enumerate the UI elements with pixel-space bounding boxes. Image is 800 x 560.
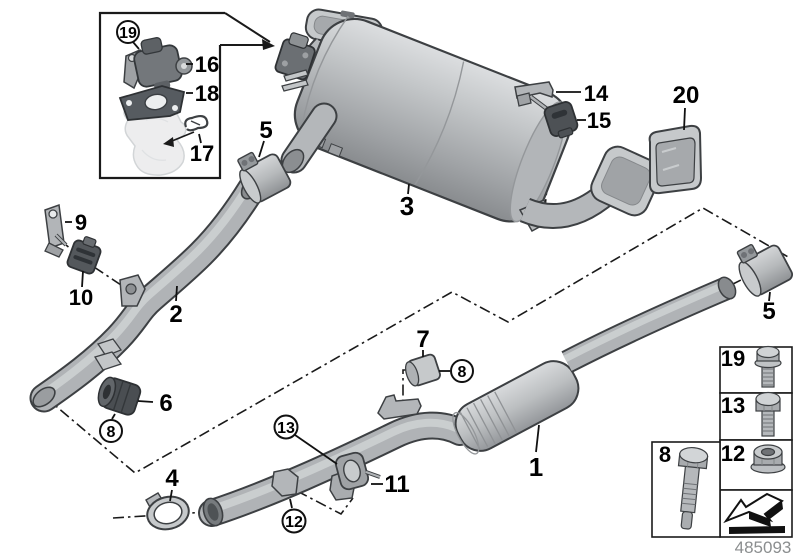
inset-box (98, 11, 275, 180)
part-9-bracket (44, 203, 68, 258)
callout-19-circled[interactable]: 19 (119, 25, 137, 42)
clamp-4 (145, 492, 190, 531)
hex-bolt-icon (755, 391, 781, 437)
circled-callouts (99, 20, 474, 534)
callout-20[interactable]: 20 (673, 82, 700, 109)
muffler-left-prong-b (281, 79, 309, 92)
callout-5-left[interactable]: 5 (259, 117, 272, 144)
ghost-pointer-arrow-icon (163, 137, 174, 147)
circle-13[interactable] (273, 414, 299, 440)
part-6-rubber-mount (97, 376, 142, 416)
circle-8-mid[interactable] (450, 359, 474, 383)
resonator-body (452, 360, 580, 455)
callout-3[interactable]: 3 (400, 191, 414, 221)
part-10-rubber-mount (66, 236, 102, 275)
shoulder-bolt-icon (677, 446, 709, 530)
callout-16[interactable]: 16 (195, 52, 219, 77)
callout-12-circled[interactable]: 12 (285, 514, 303, 531)
part-17-clip (184, 114, 209, 132)
callout-13-circled[interactable]: 13 (277, 420, 295, 437)
callout-14[interactable]: 14 (584, 81, 609, 106)
pipe2-front-end (32, 386, 56, 408)
muffler-flap-actuator (274, 32, 316, 81)
table-label-13[interactable]: 13 (721, 393, 745, 418)
part-11-hanger (329, 451, 381, 501)
callout-5-right[interactable]: 5 (762, 298, 775, 325)
callout-17[interactable]: 17 (190, 141, 214, 166)
callout-11[interactable]: 11 (384, 471, 409, 498)
callout-8-circled-left[interactable]: 8 (107, 424, 116, 441)
circle-19[interactable] (116, 20, 140, 44)
pipe1-bracket-7 (377, 394, 422, 420)
circle-12[interactable] (281, 508, 307, 534)
callout-15[interactable]: 15 (587, 108, 611, 133)
part-20-trim (648, 124, 703, 195)
part-1-front-pipe (198, 276, 737, 527)
pipe2-bracket-6a (96, 338, 123, 357)
callout-9[interactable]: 9 (75, 210, 87, 235)
bracket12-hanger-line (296, 490, 354, 516)
clamp-5-right (736, 244, 794, 297)
clamp-5-left (237, 151, 292, 204)
callout-1[interactable]: 1 (529, 452, 543, 482)
flange-bolt-icon (754, 345, 782, 388)
mount10-bracket-line (93, 266, 122, 286)
callout-labels: 19 16 18 17 5 3 14 15 20 9 10 2 6 8 4 7 … (69, 25, 776, 531)
callout-4[interactable]: 4 (165, 465, 179, 492)
table-label-8[interactable]: 8 (659, 442, 671, 467)
fastener-table (651, 345, 793, 538)
pipe1-bracket-12 (271, 468, 299, 497)
part-7-bushing (404, 353, 441, 387)
drawing-number: 485093 (735, 538, 792, 557)
part-3-rear-muffler (274, 8, 662, 233)
callout-10[interactable]: 10 (69, 285, 93, 310)
table-label-19[interactable]: 19 (721, 346, 745, 371)
part-18-gasket (118, 85, 186, 121)
part-16-actuator (123, 37, 193, 91)
part-15-rubber-mount (543, 101, 579, 139)
part-2-rear-pipe (29, 173, 267, 413)
pipe2-bracket-6b (94, 351, 123, 371)
flange-nut-icon (750, 444, 786, 474)
callout-18[interactable]: 18 (195, 81, 219, 106)
circle-8-left[interactable] (99, 419, 123, 443)
callout-6[interactable]: 6 (159, 390, 172, 417)
muffler-left-prong-a (283, 69, 309, 82)
main-assembly-line (43, 207, 791, 474)
direction-arrow-icon (723, 492, 785, 534)
leader-lines (65, 41, 771, 509)
table-labels: 19 13 12 8 (659, 346, 745, 467)
callout-7[interactable]: 7 (416, 326, 429, 353)
inset-pointer-arrow-icon (262, 39, 275, 50)
table-label-12[interactable]: 12 (721, 441, 745, 466)
callout-8-circled-mid[interactable]: 8 (458, 364, 467, 381)
callout-2[interactable]: 2 (169, 301, 182, 328)
muffler-right-tip (590, 145, 662, 217)
